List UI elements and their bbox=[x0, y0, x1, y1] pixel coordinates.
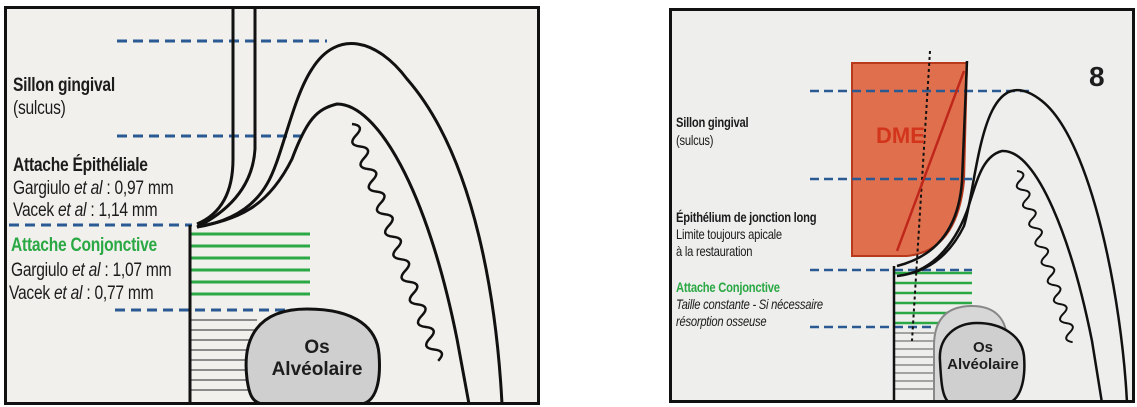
right-junction-title: Épithélium de jonction long bbox=[676, 209, 817, 225]
right-bone-hatching bbox=[894, 332, 934, 390]
left-bone-hatching bbox=[190, 319, 257, 391]
right-gingiva-outer bbox=[892, 89, 1129, 400]
right-sulcus-title: Sillon gingival bbox=[676, 114, 749, 130]
left-conjunctive-line1: Gargiulo et al : 1,07 mm bbox=[11, 260, 172, 281]
right-junction-line2: à la restauration bbox=[676, 243, 753, 259]
right-conjunctive-line2: résorption osseuse bbox=[676, 313, 767, 329]
right-diagram-drawing bbox=[810, 50, 1129, 400]
left-diagram-drawing bbox=[9, 9, 504, 402]
right-red-diagonal bbox=[895, 70, 966, 252]
right-tooth-outline bbox=[892, 60, 1129, 400]
left-conjunctive-title: Attache Conjonctive bbox=[11, 235, 157, 256]
left-bone-label: Os Alvéolaire bbox=[267, 337, 367, 381]
right-conjunctive-title: Attache Conjonctive bbox=[676, 279, 780, 295]
right-sulcus-sub: (sulcus) bbox=[676, 132, 714, 148]
right-tooth-surface bbox=[896, 60, 969, 268]
tooth-surface bbox=[196, 9, 235, 226]
left-tooth-outline bbox=[188, 9, 504, 402]
left-bone-label-line2: Alvéolaire bbox=[271, 358, 363, 380]
panel-left-diagram: Sillon gingival (sulcus) Attache Épithél… bbox=[4, 6, 540, 405]
right-periodontal-wavy-line bbox=[1015, 170, 1074, 344]
right-gingiva-inner bbox=[896, 149, 1103, 400]
left-sulcus-title: Sillon gingival bbox=[13, 75, 115, 96]
left-connective-fibers bbox=[190, 232, 310, 296]
left-epithelial-line1: Gargiulo et al : 0,97 mm bbox=[13, 178, 174, 199]
right-bone-label-line2: Alvéolaire bbox=[947, 356, 1019, 374]
right-bone-label-line1: Os bbox=[972, 339, 993, 356]
right-bone-label: Os Alvéolaire bbox=[938, 339, 1028, 374]
left-alveolar-bone bbox=[244, 307, 381, 402]
gingiva-inner bbox=[196, 102, 471, 402]
right-junction-line1: Limite toujours apicale bbox=[676, 226, 782, 242]
left-bone-label-line1: Os bbox=[304, 337, 330, 358]
left-conjunctive-line2: Vacek et al : 0,77 mm bbox=[9, 283, 154, 304]
right-dme-label: DME bbox=[876, 123, 925, 148]
right-alveolar-bone bbox=[938, 321, 1026, 400]
left-sulcus-sub: (sulcus) bbox=[13, 98, 66, 119]
gingiva-outer bbox=[188, 42, 504, 402]
right-conjunctive-line1: Taille constante - Si nécessaire bbox=[676, 296, 823, 312]
left-epithelial-line2: Vacek et al : 1,14 mm bbox=[13, 200, 158, 221]
left-guide-lines bbox=[9, 39, 327, 312]
panel-right-diagram: 8 DME Sillon gingival (sulcus) Épithéliu… bbox=[669, 8, 1135, 403]
left-periodontal-wavy-line bbox=[351, 122, 444, 362]
right-figure-number: 8 bbox=[1089, 61, 1105, 92]
sulcus-wall bbox=[196, 9, 257, 229]
left-epithelial-title: Attache Épithéliale bbox=[13, 155, 148, 176]
right-dotted-axis bbox=[911, 50, 931, 342]
right-connective-fibers bbox=[894, 271, 972, 325]
